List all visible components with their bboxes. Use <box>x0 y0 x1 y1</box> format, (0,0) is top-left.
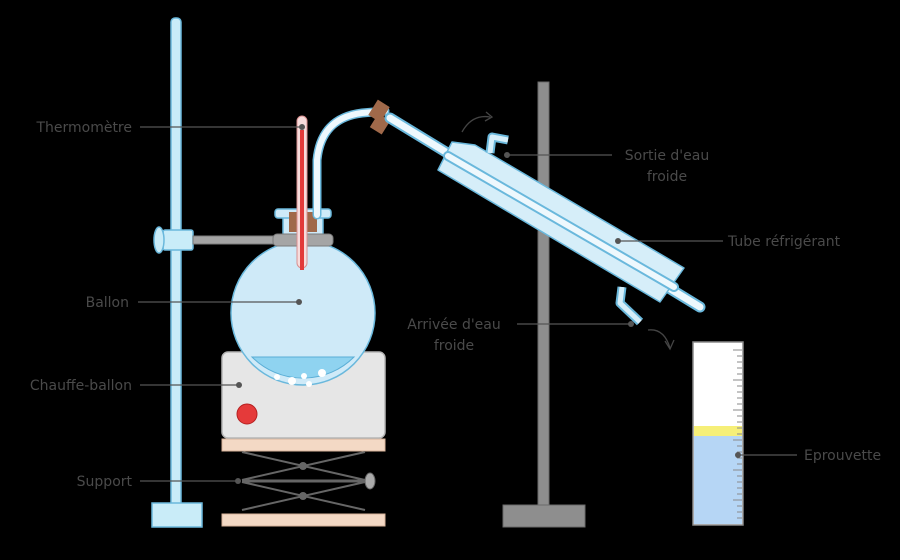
heating-mantle-button <box>236 403 258 425</box>
leader-thermometre-dot <box>299 124 305 130</box>
bubble-5 <box>306 381 312 387</box>
leader-tube-dot <box>615 238 621 244</box>
condenser-core-light <box>445 153 677 290</box>
clamp-screw <box>153 226 165 254</box>
head-tube-inner <box>314 108 388 218</box>
label-arrivee-line1: Arrivée d'eau <box>407 317 501 333</box>
condenser <box>384 111 706 351</box>
left-stand-base <box>151 502 203 528</box>
bubble-2 <box>288 377 296 385</box>
thermometer <box>296 115 308 270</box>
flask-liquid <box>250 356 356 379</box>
lab-jack-top <box>221 438 386 452</box>
label-sortie-line1: Sortie d'eau <box>625 148 709 164</box>
labels: Thermomètre Ballon Chauffe-ballon Suppor… <box>30 120 881 490</box>
leader-ballon-dot <box>296 299 302 305</box>
label-eprouvette: Eprouvette <box>804 448 881 464</box>
left-stand <box>151 17 276 528</box>
label-sortie-line2: froide <box>647 169 687 185</box>
right-stand <box>502 81 586 528</box>
left-stand-rod <box>170 17 182 507</box>
lab-jack-bottom <box>221 513 386 527</box>
distillation-head <box>312 99 391 220</box>
outlet-arrow-head <box>484 111 494 122</box>
outlet-arrow <box>461 115 491 133</box>
label-arrivee-line2: froide <box>434 338 474 354</box>
leader-lines <box>138 124 797 484</box>
label-ballon: Ballon <box>86 295 129 311</box>
thermometer-mercury <box>300 130 304 270</box>
lab-jack-knob <box>364 472 376 490</box>
leader-support-dot <box>235 478 241 484</box>
inlet-port-light <box>617 286 642 324</box>
bubble-4 <box>318 369 326 377</box>
lab-jack <box>221 438 386 527</box>
graduated-cylinder <box>692 341 744 526</box>
label-tube-refrigerant: Tube réfrigérant <box>727 234 841 250</box>
right-stand-base <box>502 504 586 528</box>
right-stand-rod <box>537 81 550 507</box>
head-cork-1 <box>368 99 390 123</box>
bubble-3 <box>301 373 307 379</box>
outlet-port-light <box>487 134 509 154</box>
leader-sortie-dot <box>504 152 510 158</box>
label-chauffe-ballon: Chauffe-ballon <box>30 378 132 394</box>
leader-eprouvette-dot <box>735 452 741 458</box>
label-support: Support <box>77 474 133 490</box>
bubble-1 <box>274 374 280 380</box>
cylinder-graduations <box>733 349 742 519</box>
clamp-boss <box>162 229 194 251</box>
label-thermometre: Thermomètre <box>35 120 132 136</box>
inlet-arrow <box>647 329 671 349</box>
cylinder-meniscus <box>694 426 742 436</box>
cylinder-distillate <box>694 436 742 524</box>
leader-chauffe-dot <box>236 382 242 388</box>
inlet-arrow-head <box>664 339 675 351</box>
clamp-arm <box>192 235 276 245</box>
lab-jack-pivot-bottom <box>299 492 307 500</box>
lab-jack-pivot-top <box>299 462 307 470</box>
leader-arrivee-dot <box>628 321 634 327</box>
